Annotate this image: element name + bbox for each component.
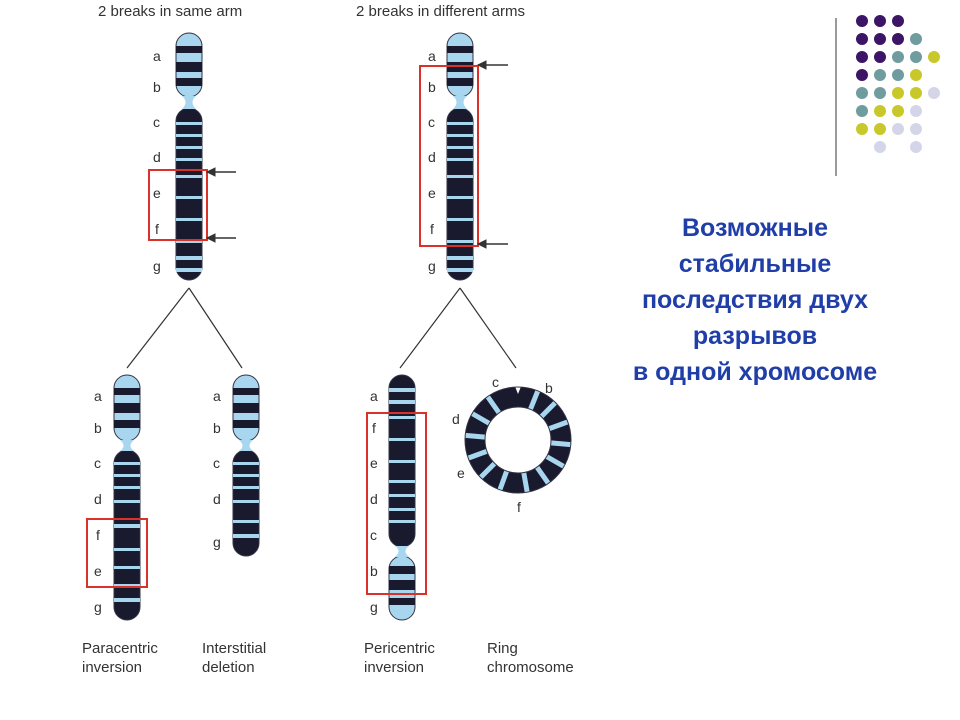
label-ring-f: f xyxy=(517,499,521,515)
title-line-1: Возможные xyxy=(682,214,828,242)
label-paracentric-3: c xyxy=(94,455,101,471)
chromosome-top-right xyxy=(419,32,479,281)
label-deletion-4: d xyxy=(213,491,221,507)
chromosome-top-left xyxy=(148,32,208,281)
label-paracentric-7: g xyxy=(94,599,102,615)
label-pericentric-3: e xyxy=(370,455,378,471)
label-pericentric-7: g xyxy=(370,599,378,615)
slide-title: Возможные стабильные последствия двух ра… xyxy=(600,210,910,390)
caption-pericentric-line-1: Pericentric xyxy=(364,640,435,657)
caption-deletion-line-1: Interstitial xyxy=(202,640,267,657)
label-pericentric-2: f xyxy=(372,420,376,436)
label-paracentric-5: f xyxy=(96,527,100,543)
label-paracentric-6: e xyxy=(94,563,102,579)
title-line-2: стабильные xyxy=(678,250,832,278)
break-box-top-left xyxy=(148,169,208,241)
caption-pericentric-line-2: inversion xyxy=(364,659,425,676)
label-top-right-f: f xyxy=(430,221,434,237)
caption-deletion: Interstitial deletion xyxy=(202,639,266,677)
caption-pericentric: Pericentric inversion xyxy=(364,639,435,677)
label-top-right-g: g xyxy=(428,258,436,274)
header-different-arms: 2 breaks in different arms xyxy=(356,3,525,20)
title-line-4: разрывов xyxy=(692,322,818,350)
label-pericentric-1: a xyxy=(370,388,378,404)
branch-lines xyxy=(126,287,517,369)
label-top-left-d: d xyxy=(153,149,161,165)
label-paracentric-4: d xyxy=(94,491,102,507)
label-paracentric-2: b xyxy=(94,420,102,436)
chromosome-paracentric xyxy=(86,374,148,621)
caption-paracentric: Paracentric inversion xyxy=(82,639,158,677)
label-top-right-d: d xyxy=(428,149,436,165)
label-top-left-b: b xyxy=(153,79,161,95)
title-line-3: последствия двух xyxy=(641,286,869,314)
label-deletion-3: c xyxy=(213,455,220,471)
label-paracentric-1: a xyxy=(94,388,102,404)
dot-grid xyxy=(856,15,940,153)
label-top-left-e: e xyxy=(153,185,161,201)
inversion-box-pericentric xyxy=(366,412,427,595)
caption-paracentric-line-1: Paracentric xyxy=(82,640,158,657)
label-top-right-b: b xyxy=(428,79,436,95)
label-deletion-5: g xyxy=(213,534,221,550)
label-pericentric-5: c xyxy=(370,527,377,543)
label-ring-e: e xyxy=(457,465,465,481)
title-line-5: в одной хромосоме xyxy=(632,358,878,386)
label-ring-d: d xyxy=(452,411,460,427)
caption-ring: Ring chromosome xyxy=(487,639,574,677)
caption-deletion-line-2: deletion xyxy=(202,659,255,676)
break-arrows-top-right xyxy=(476,60,508,249)
caption-paracentric-line-2: inversion xyxy=(82,659,143,676)
label-top-right-a: a xyxy=(428,48,436,64)
chromosome-deletion xyxy=(232,374,260,557)
label-deletion-2: b xyxy=(213,420,221,436)
inversion-box-paracentric xyxy=(86,518,148,588)
break-box-top-right xyxy=(419,65,479,247)
caption-ring-line-2: chromosome xyxy=(487,659,574,676)
ring-chromosome xyxy=(464,384,572,494)
label-top-left-g: g xyxy=(153,258,161,274)
chromosome-pericentric xyxy=(366,374,427,621)
label-pericentric-6: b xyxy=(370,563,378,579)
break-arrows-top-left xyxy=(205,167,236,243)
label-top-right-e: e xyxy=(428,185,436,201)
label-top-left-c: c xyxy=(153,114,160,130)
caption-ring-line-1: Ring xyxy=(487,640,518,657)
label-top-left-f: f xyxy=(155,221,159,237)
label-ring-c: c xyxy=(492,374,499,390)
label-top-left-a: a xyxy=(153,48,161,64)
divider-line xyxy=(835,18,837,176)
label-pericentric-4: d xyxy=(370,491,378,507)
label-top-right-c: c xyxy=(428,114,435,130)
header-same-arm: 2 breaks in same arm xyxy=(98,3,243,20)
label-deletion-1: a xyxy=(213,388,221,404)
label-ring-b: b xyxy=(545,380,553,396)
